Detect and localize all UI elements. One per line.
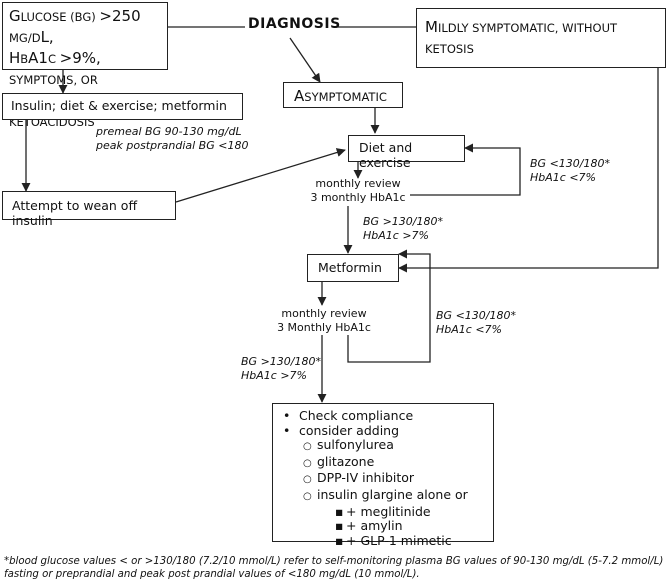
asymptomatic-box: ASYMPTOMATIC <box>283 82 403 108</box>
insulin-therapy-box: Insulin; diet & exercise; metformin <box>2 93 243 120</box>
glucose-line-2: HBA1C >9%, SYMPTOMS, OR <box>9 49 101 87</box>
loop-review-to-diet <box>410 143 521 196</box>
diet-exercise-box: Diet and exercise <box>348 135 465 170</box>
glucose-line-1: GLUCOSE (BG) >250 MG/DL, <box>9 7 141 46</box>
adjunct-amylin: + amylin <box>283 518 493 534</box>
loop-review-to-metformin <box>347 249 431 363</box>
review-label-2b: 3 Monthly HbA1c <box>277 321 371 334</box>
review-label-1a: monthly review <box>315 177 401 190</box>
loop1-criteria-a: BG <130/180* <box>530 157 610 170</box>
loop1-criteria-b: HbA1c <7% <box>530 171 596 184</box>
option-insulin-glargine: insulin glargine alone or <box>283 487 493 505</box>
mildly-symptomatic-box: MILDLY SYMPTOMATIC, WITHOUT KETOSIS <box>416 8 666 68</box>
option-glitazone: glitazone <box>283 454 493 472</box>
option-sulfonylurea: sulfonylurea <box>283 437 493 455</box>
arrow-diagnosis-to-asymptomatic <box>289 37 321 83</box>
arrow-mild-to-metformin <box>398 68 659 273</box>
bullet-check-compliance: Check compliance <box>283 408 493 424</box>
adjunct-meglitinide: + meglitinide <box>283 504 493 520</box>
metformin-box: Metformin <box>307 254 399 282</box>
loop2-criteria-b: HbA1c <7% <box>436 323 502 336</box>
escalation2-criteria-a: BG >130/180* <box>241 355 321 368</box>
escalation2-criteria-b: HbA1c >7% <box>241 369 307 382</box>
glycemic-targets-line-1: premeal BG 90-130 mg/dL <box>96 125 242 138</box>
severe-hyperglycemia-box: GLUCOSE (BG) >250 MG/DL, HBA1C >9%, SYMP… <box>2 2 168 129</box>
mild-line-2: KETOSIS <box>425 42 474 56</box>
bullet-consider-adding: consider adding <box>283 423 493 439</box>
escalation1-criteria-a: BG >130/180* <box>363 215 443 228</box>
review-label-1b: 3 monthly HbA1c <box>310 191 406 204</box>
mild-line-1: MILDLY SYMPTOMATIC, WITHOUT <box>425 18 618 36</box>
review-label-2a: monthly review <box>281 307 367 320</box>
treatment-options-box: Check compliance consider adding sulfony… <box>272 403 494 548</box>
loop2-criteria-a: BG <130/180* <box>436 309 516 322</box>
arrow-wean-to-diet <box>175 148 346 203</box>
diagnosis-label: DIAGNOSIS <box>248 16 341 32</box>
wean-off-insulin-box: Attempt to wean off insulin <box>2 191 176 228</box>
escalation1-criteria-b: HbA1c >7% <box>363 229 429 242</box>
option-dpp4-inhibitor: DPP-IV inhibitor <box>283 471 493 488</box>
glycemic-targets-line-2: peak postprandial BG <180 <box>96 139 249 152</box>
adjunct-glp1-mimetic: + GLP-1 mimetic <box>283 533 493 549</box>
footnote: *blood glucose values < or >130/180 (7.2… <box>4 556 664 580</box>
